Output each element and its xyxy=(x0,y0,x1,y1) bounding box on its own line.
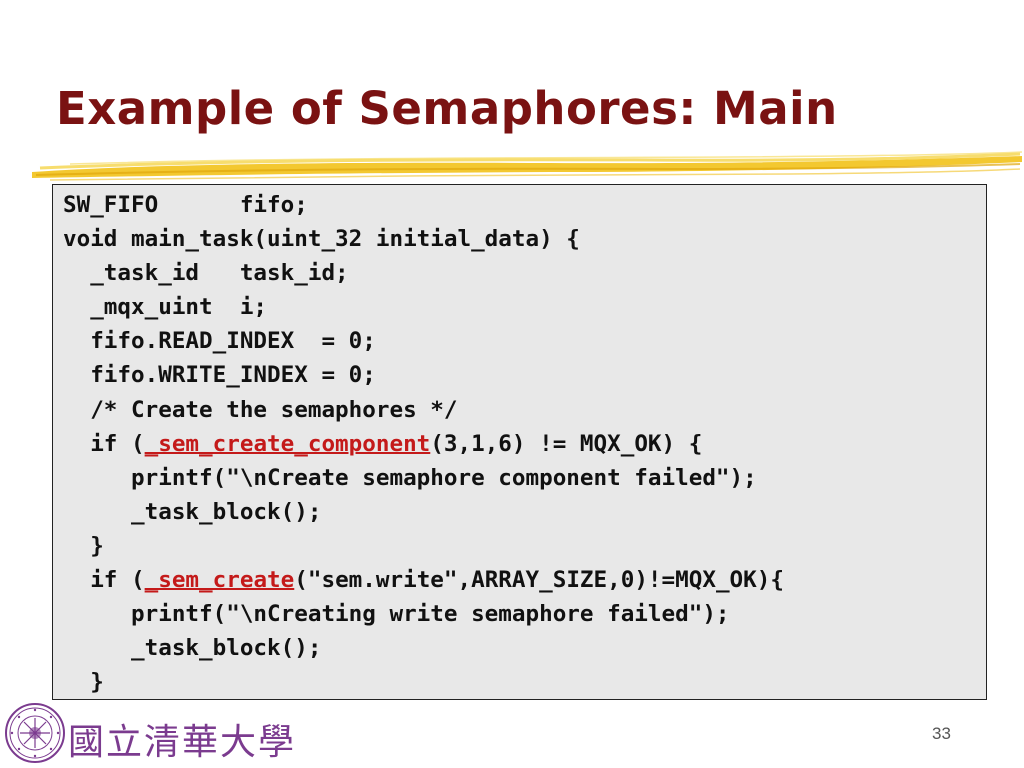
code-text: /* Create the semaphores */ xyxy=(63,396,458,423)
code-line: fifo.READ_INDEX = 0; xyxy=(63,324,986,358)
code-text: _task_block(); xyxy=(63,498,322,525)
code-text: SW_FIFO fifo; xyxy=(63,192,308,218)
code-text: } xyxy=(63,669,104,696)
title-underline-brushstroke xyxy=(32,151,1023,181)
university-seal-icon xyxy=(5,703,65,763)
code-text: printf("\nCreating write semaphore faile… xyxy=(63,601,730,628)
code-line: void main_task(uint_32 initial_data) { xyxy=(63,222,986,256)
code-line: /* Create the semaphores */ xyxy=(63,393,986,427)
code-text: _task_block(); xyxy=(63,635,322,662)
code-text: ("sem.write",ARRAY_SIZE,0)!=MQX_OK){ xyxy=(294,567,784,594)
highlighted-api-call: _sem_create xyxy=(144,567,295,594)
code-text: _task_id task_id; xyxy=(63,260,349,287)
code-text: fifo.WRITE_INDEX = 0; xyxy=(63,362,376,389)
code-line: printf("\nCreate semaphore component fai… xyxy=(63,461,986,495)
code-line: _task_block(); xyxy=(63,495,986,529)
code-text: fifo.READ_INDEX = 0; xyxy=(63,328,376,355)
code-text: } xyxy=(63,532,104,559)
code-line: _mqx_uint i; xyxy=(63,290,986,324)
slide-title: Example of Semaphores: Main xyxy=(56,82,838,135)
code-line: } xyxy=(63,529,986,563)
code-line: if (_sem_create_component(3,1,6) != MQX_… xyxy=(63,427,986,461)
code-text: if ( xyxy=(63,567,145,594)
code-line: printf("\nCreating write semaphore faile… xyxy=(63,597,986,631)
code-line: if (_sem_create("sem.write",ARRAY_SIZE,0… xyxy=(63,563,986,597)
code-text: void main_task(uint_32 initial_data) { xyxy=(63,226,580,253)
code-block: SW_FIFO fifo; void main_task(uint_32 init… xyxy=(52,184,987,700)
code-line: } xyxy=(63,665,986,699)
code-text: _mqx_uint i; xyxy=(63,294,268,321)
university-name-calligraphy: 國立清華大學 xyxy=(68,722,297,763)
highlighted-api-call: _sem_create_component xyxy=(144,430,431,457)
code-text: if ( xyxy=(63,430,145,457)
code-line: _task_block(); xyxy=(63,631,986,665)
code-line: fifo.WRITE_INDEX = 0; xyxy=(63,358,986,392)
page-number: 33 xyxy=(932,724,951,743)
code-line: SW_FIFO fifo; xyxy=(63,188,986,222)
code-text: (3,1,6) != MQX_OK) { xyxy=(430,430,703,457)
code-line: _task_id task_id; xyxy=(63,256,986,290)
code-text: printf("\nCreate semaphore component fai… xyxy=(63,464,757,491)
